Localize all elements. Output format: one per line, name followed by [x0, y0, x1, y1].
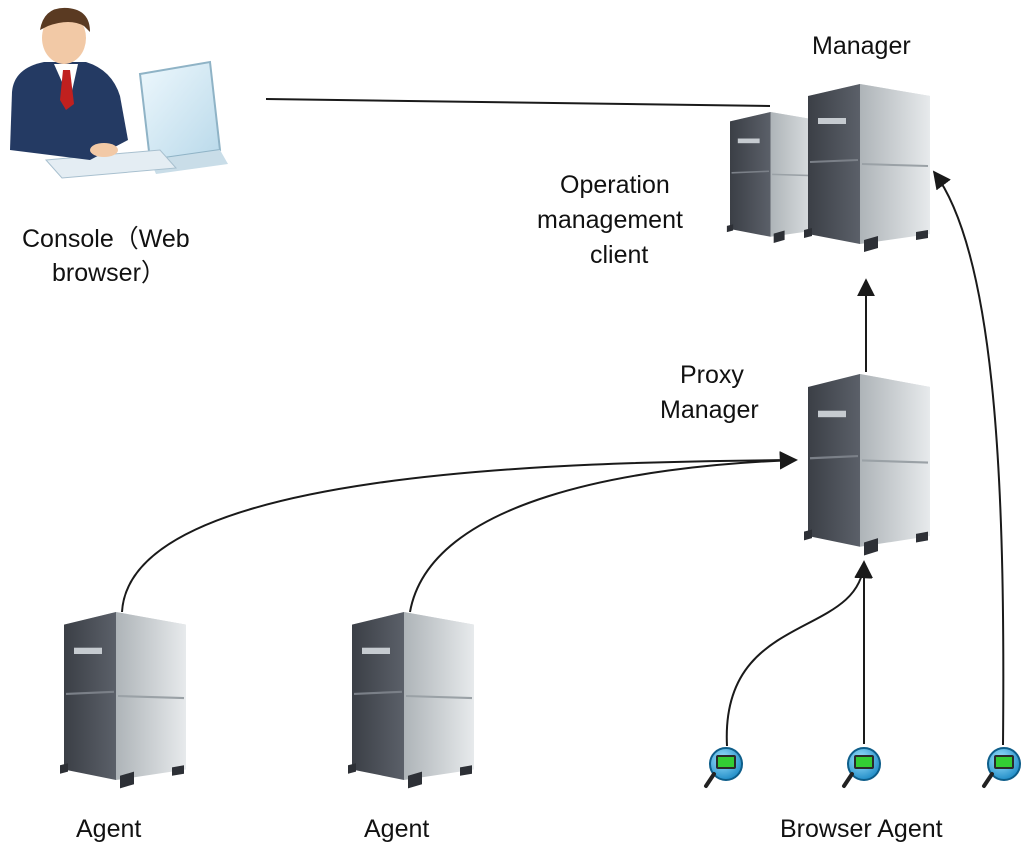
agent1-to-proxy-arrow	[121, 451, 798, 613]
browser-agent-label: Browser Agent	[780, 815, 943, 843]
browser-agent3-to-manager-arrow	[932, 170, 1005, 746]
console-label-line2: browser）	[52, 259, 166, 287]
manager-server-icon	[803, 83, 931, 253]
connections	[121, 98, 1005, 747]
agent2-to-proxy-arrow	[409, 451, 798, 613]
agent-server-icon-2	[346, 610, 476, 790]
operation-client-label-line2: management	[537, 206, 683, 234]
browser-agent-icon-3	[982, 746, 1022, 788]
agent-server-icon-1	[58, 610, 188, 790]
operation-client-label-line3: client	[590, 241, 648, 269]
browser-agent-icon-2	[842, 746, 882, 788]
proxy-manager-server-icon	[802, 372, 932, 557]
manager-label: Manager	[812, 32, 911, 60]
proxy-manager-label-line1: Proxy	[680, 361, 744, 389]
browser-agent-icon-1	[704, 746, 744, 788]
proxy-manager-label-line2: Manager	[660, 396, 759, 424]
browser-agent1-to-proxy-arrow	[725, 560, 873, 747]
console-to-manager-line	[265, 98, 771, 107]
operation-client-label-line1: Operation	[560, 171, 670, 199]
agent-label-2: Agent	[364, 815, 429, 843]
console-person-icon	[10, 7, 228, 179]
agent-label-1: Agent	[76, 815, 141, 843]
console-label-line1: Console（Web	[22, 225, 190, 253]
